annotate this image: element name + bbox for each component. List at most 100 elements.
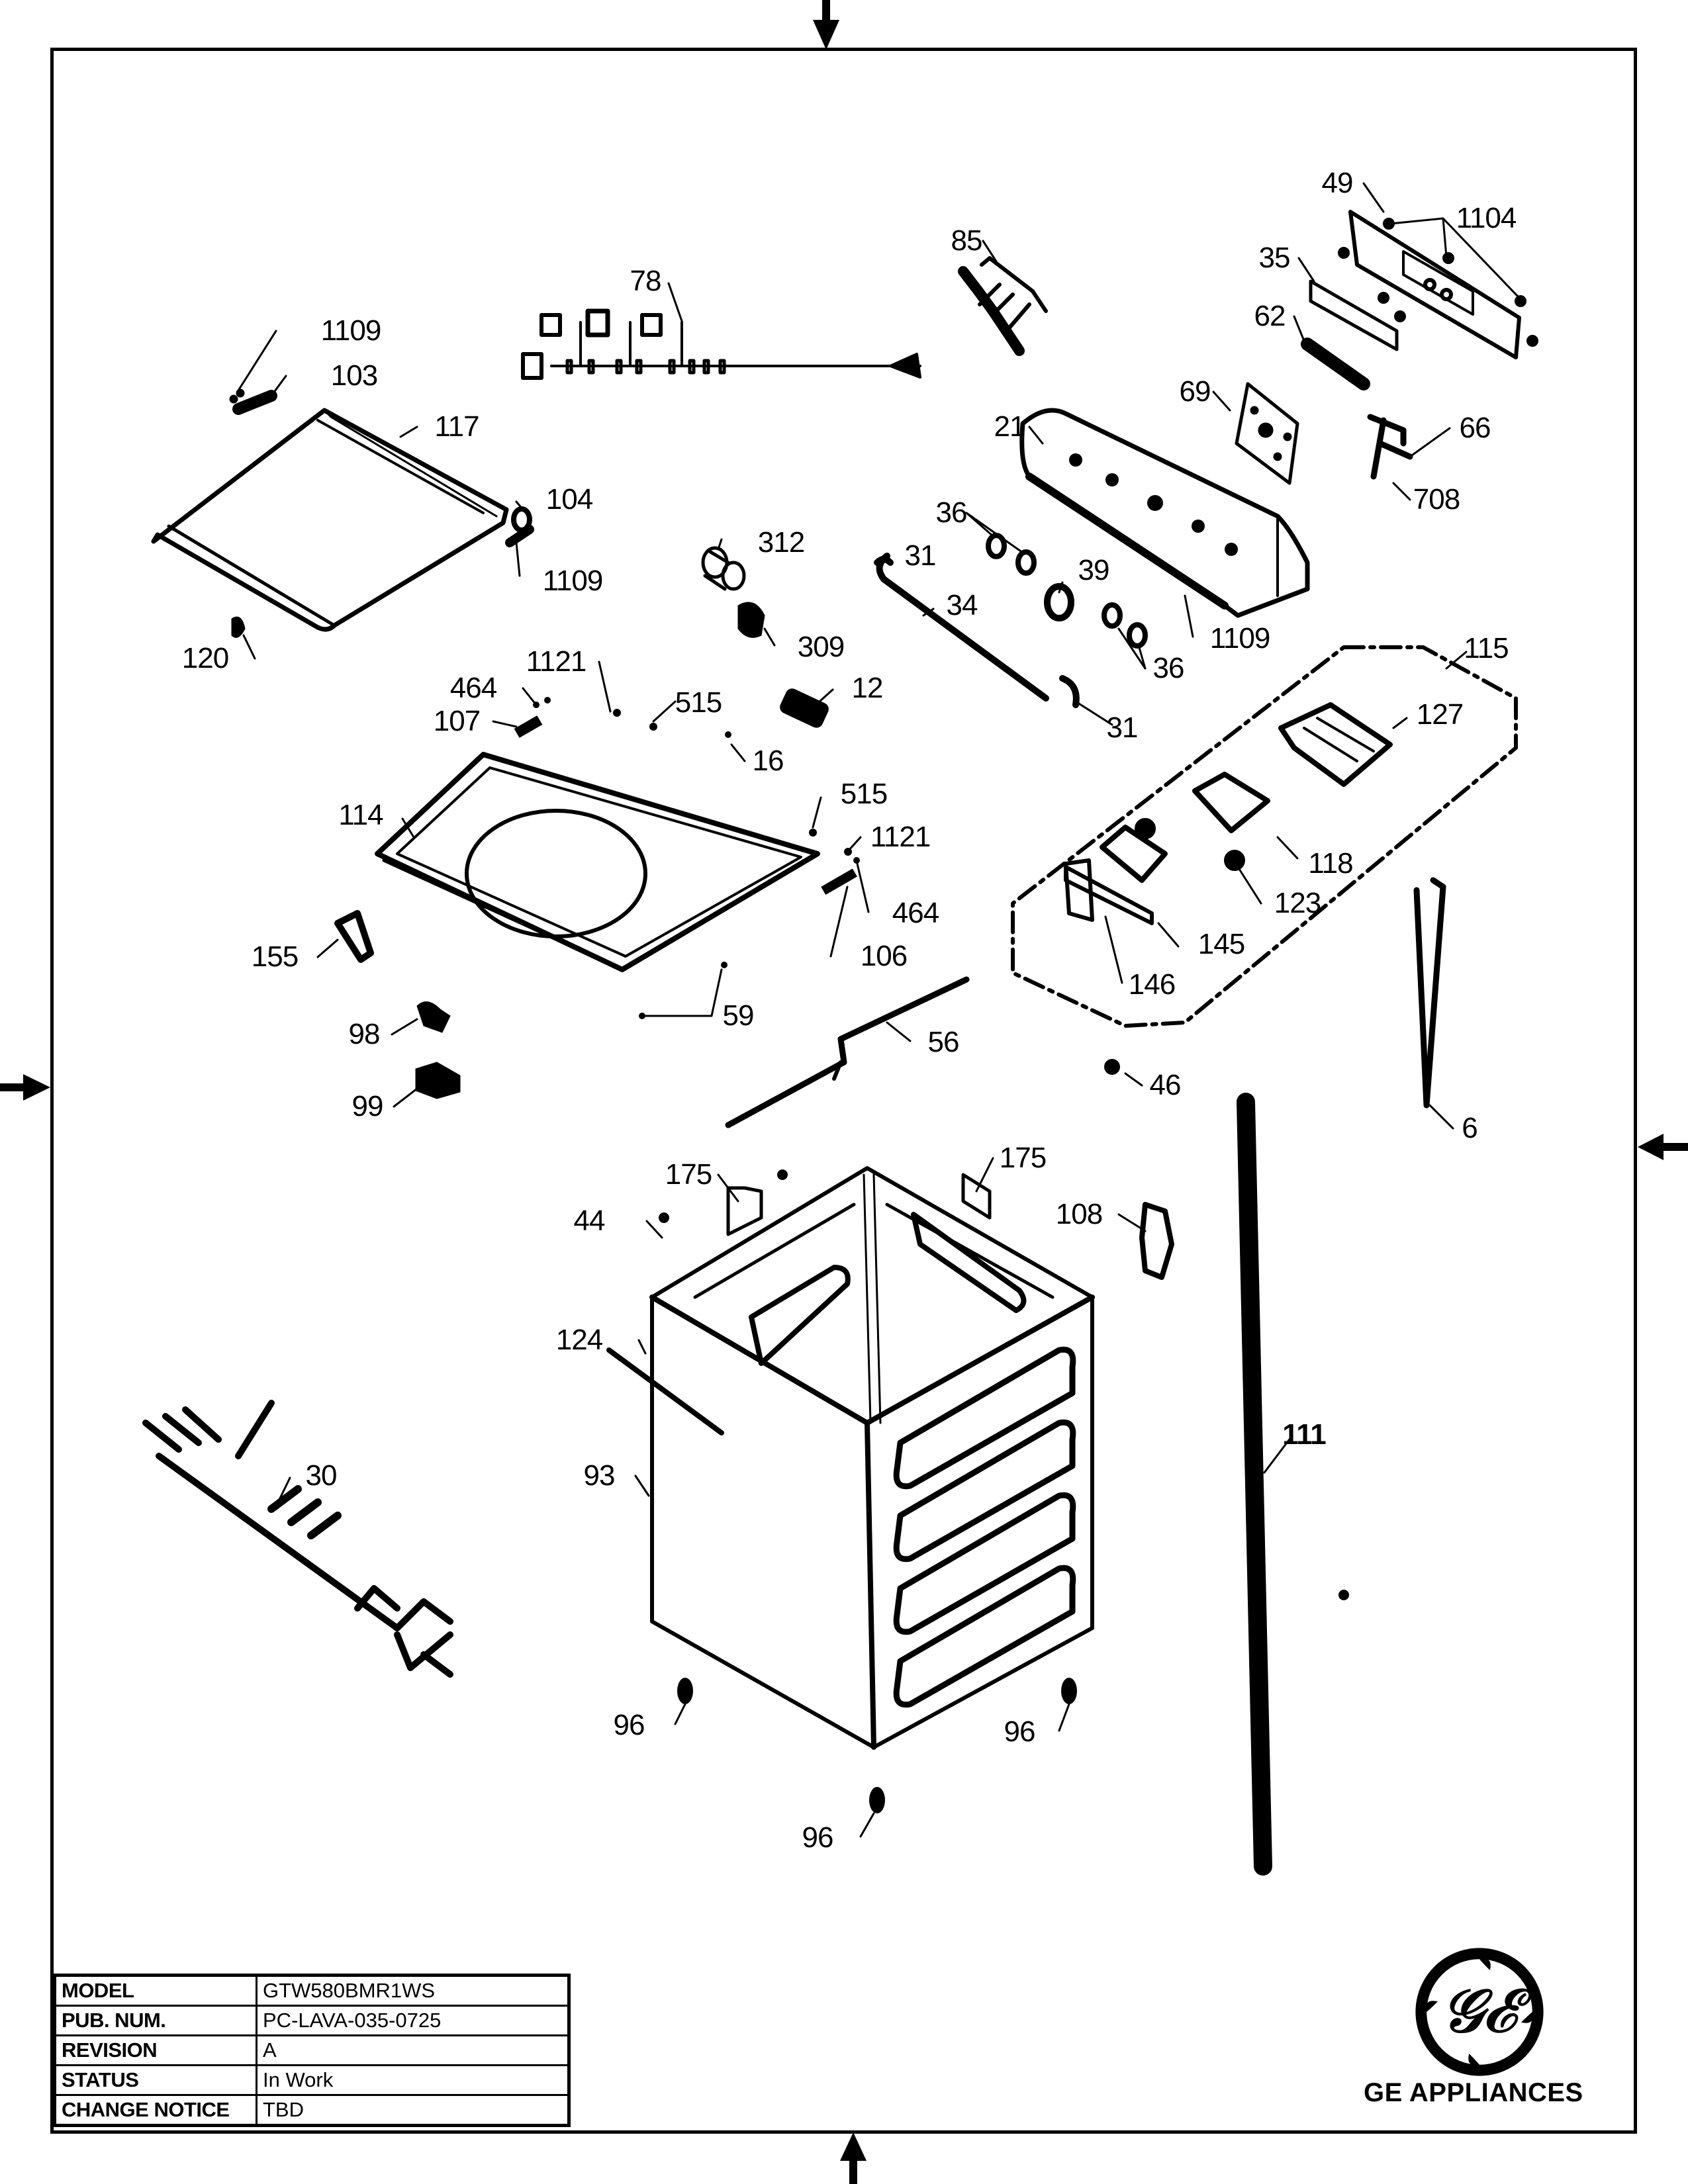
title-label: CHANGE NOTICE [54, 2094, 258, 2126]
control-board-part [1235, 382, 1299, 485]
callout-label-309: 309 [797, 631, 845, 663]
arrow-bottom-icon [840, 2132, 867, 2184]
callout-label-96: 96 [613, 1709, 645, 1741]
title-row-status: STATUS In Work [54, 2064, 570, 2096]
arrow-right-icon [1638, 1134, 1688, 1160]
callout-label-16: 16 [752, 745, 784, 777]
bumper-98-part [416, 1001, 451, 1033]
callout-label-155: 155 [251, 940, 299, 973]
status-value: In Work [256, 2064, 570, 2096]
title-label: REVISION [54, 2034, 258, 2066]
arrow-left-icon [0, 1074, 50, 1101]
label-175-right [961, 1173, 992, 1220]
callout-label-66: 66 [1459, 412, 1491, 444]
switch-part [1301, 338, 1370, 390]
lid-bumper-part [231, 616, 246, 638]
callout-label-21: 21 [994, 410, 1026, 443]
hose-clip-part [334, 910, 374, 963]
callout-label-1109: 1109 [1209, 622, 1271, 655]
callout-label-6: 6 [1462, 1112, 1478, 1144]
callout-label-93: 93 [583, 1459, 616, 1492]
callout-label-35: 35 [1258, 242, 1291, 274]
title-label: PUB. NUM. [54, 2005, 258, 2036]
callout-label-99: 99 [352, 1090, 384, 1122]
callout-label-46: 46 [1149, 1069, 1182, 1101]
title-block-table: MODEL GTW580BMR1WS PUB. NUM. PC-LAVA-035… [53, 1974, 571, 2127]
callout-label-127: 127 [1416, 698, 1464, 731]
callout-label-98: 98 [348, 1018, 381, 1050]
title-row-change-notice: CHANGE NOTICE TBD [54, 2094, 570, 2126]
strap-part [606, 1347, 724, 1435]
model-value: GTW580BMR1WS [256, 1974, 570, 2007]
callout-label-107: 107 [433, 705, 481, 737]
callout-label-117: 117 [434, 410, 479, 443]
revision-value: A [256, 2034, 570, 2066]
svg-text:𝒢ℰ: 𝒢ℰ [1441, 1976, 1532, 2046]
callout-label-44: 44 [573, 1205, 606, 1237]
callout-label-175: 175 [665, 1158, 712, 1191]
callout-label-59: 59 [722, 999, 755, 1032]
title-row-revision: REVISION A [54, 2034, 570, 2066]
callout-label-708: 708 [1413, 483, 1460, 516]
title-row-model: MODEL GTW580BMR1WS [54, 1974, 570, 2007]
callout-label-62: 62 [1254, 300, 1286, 332]
change-notice-value: TBD [256, 2094, 570, 2126]
main-harness-part [142, 1400, 453, 1678]
ge-monogram-logo-icon: 𝒢ℰ [1415, 1948, 1544, 2076]
callout-label-515: 515 [675, 686, 722, 719]
callout-label-49: 49 [1321, 167, 1354, 199]
callout-label-1109: 1109 [320, 314, 382, 347]
callout-label-114: 114 [338, 799, 383, 831]
callout-label-96: 96 [802, 1821, 834, 1854]
pressure-hose-part [1413, 877, 1446, 1109]
switch-harness-part [958, 256, 1048, 356]
knob-parts [986, 533, 1148, 649]
dispenser-group-outline [1011, 645, 1518, 1028]
callout-label-146: 146 [1128, 968, 1176, 1001]
leveling-legs [677, 1678, 1077, 1813]
callout-label-118: 118 [1308, 847, 1353, 880]
lid-assembly-part [151, 408, 509, 632]
callout-label-123: 123 [1274, 887, 1321, 919]
callout-label-1121: 1121 [870, 821, 931, 853]
callout-label-31: 31 [904, 539, 937, 572]
callout-label-30: 30 [305, 1459, 338, 1492]
callout-label-56: 56 [927, 1026, 960, 1058]
cabinet-part [649, 1166, 1095, 1750]
control-console-part [1019, 408, 1310, 618]
pub-num-value: PC-LAVA-035-0725 [256, 2005, 570, 2036]
callout-label-31: 31 [1106, 711, 1139, 744]
callout-label-1109: 1109 [542, 565, 604, 597]
small-hardware [514, 688, 1349, 1600]
callout-label-312: 312 [757, 526, 805, 559]
callout-label-106: 106 [860, 940, 908, 972]
callout-label-515: 515 [840, 778, 888, 810]
backsplash-rear-part [1338, 210, 1538, 359]
callout-label-78: 78 [630, 265, 662, 297]
callout-label-1121: 1121 [526, 645, 587, 678]
label-175-left [726, 1186, 763, 1236]
lock-bracket-part [737, 602, 765, 638]
callout-label-69: 69 [1179, 375, 1211, 408]
title-label: STATUS [54, 2064, 258, 2096]
trim-strip-part [1309, 279, 1399, 351]
harness-56-part [725, 976, 970, 1128]
callout-label-1104: 1104 [1456, 202, 1517, 234]
hinge-right-part [505, 506, 534, 547]
brand-name: GE APPLIANCES [1364, 2078, 1583, 2107]
tube-part [874, 553, 1080, 708]
title-label: MODEL [54, 1974, 258, 2007]
dispenser-parts [1064, 702, 1393, 925]
harness-66-part [1367, 414, 1413, 480]
callout-label-85: 85 [951, 224, 983, 257]
callout-label-104: 104 [545, 483, 593, 516]
callout-label-103: 103 [330, 359, 378, 392]
leader-lines [237, 182, 1521, 1838]
callout-label-96: 96 [1004, 1715, 1036, 1748]
callout-label-36: 36 [1152, 652, 1185, 684]
hinge-left-part [229, 388, 277, 415]
callout-label-464: 464 [892, 897, 939, 929]
drawing-border [50, 48, 1637, 2134]
bushing-part [701, 546, 746, 591]
